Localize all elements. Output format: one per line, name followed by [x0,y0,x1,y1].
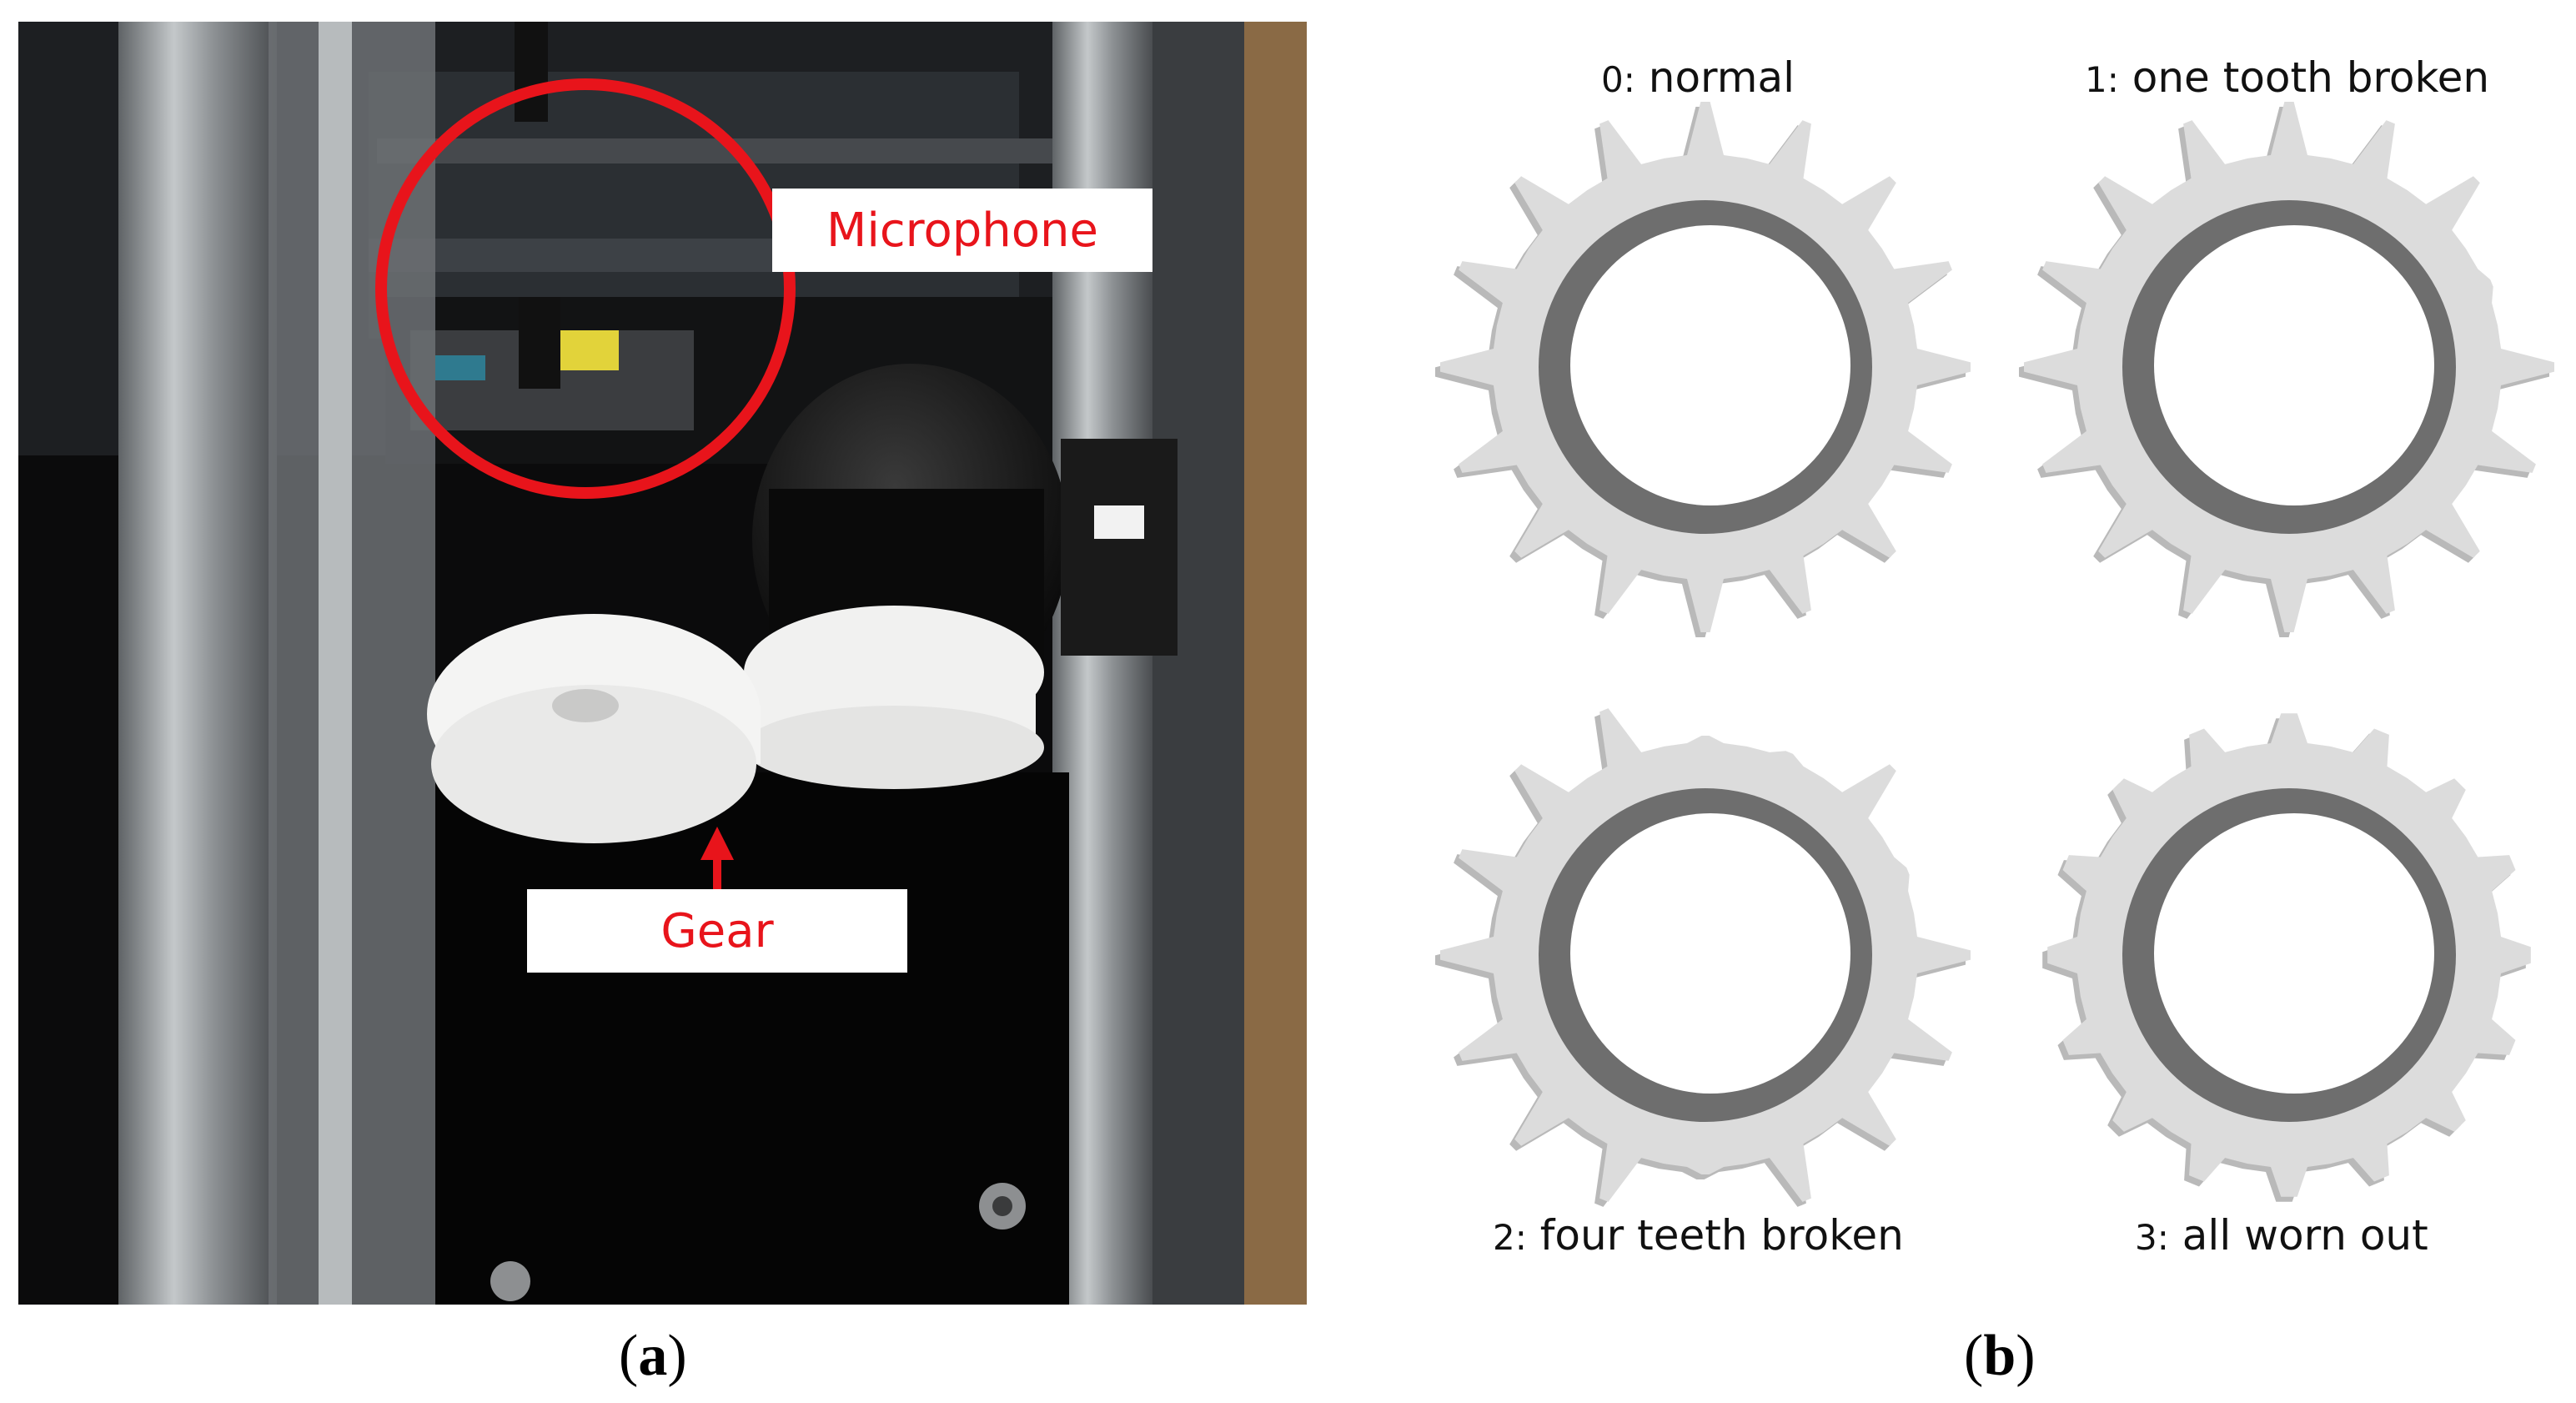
gear-index: 1: [2085,59,2119,100]
gear-all-worn-out [2042,713,2531,1202]
gear-label-one-broken: 1: one tooth broken [2085,53,2489,102]
gear-condition-text: normal [1648,53,1795,102]
gear-condition-text: one tooth broken [2132,53,2490,102]
microphone-callout: Microphone [772,189,1152,272]
microphone-highlight-circle [375,78,796,499]
rig-photo: Microphone Gear [18,22,1307,1305]
gear-arrow [700,827,734,906]
gear-bore [2154,813,2434,1094]
gear-one-tooth-broken [2019,102,2554,637]
gear-normal [1435,102,1971,637]
gear-callout: Gear [527,889,907,973]
gear-drawings [1435,102,2554,1207]
gear-four-teeth-broken [1435,708,1971,1207]
gear-condition-text: four teeth broken [1539,1211,1904,1260]
gear-condition-text: all worn out [2182,1211,2428,1260]
gear-label-normal: 0: normal [1601,53,1795,102]
gear-index: 0: [1601,59,1635,100]
gear-label-four-broken: 2: four teeth broken [1493,1211,1904,1260]
gear-bore [1570,813,1850,1094]
caption-b: (b) [1964,1324,2036,1388]
caption-a-letter: a [638,1324,668,1388]
gear-bore [1570,225,1850,505]
caption-a: (a) [619,1324,687,1388]
gear-index: 3: [2135,1217,2169,1258]
caption-b-letter: b [1983,1324,2016,1388]
gear-index: 2: [1493,1217,1527,1258]
gear-bore [2154,225,2434,505]
gear-conditions-panel: 0: normal 1: one tooth broken 2: four te… [1368,0,2576,1335]
gear-label-worn: 3: all worn out [2135,1211,2428,1260]
